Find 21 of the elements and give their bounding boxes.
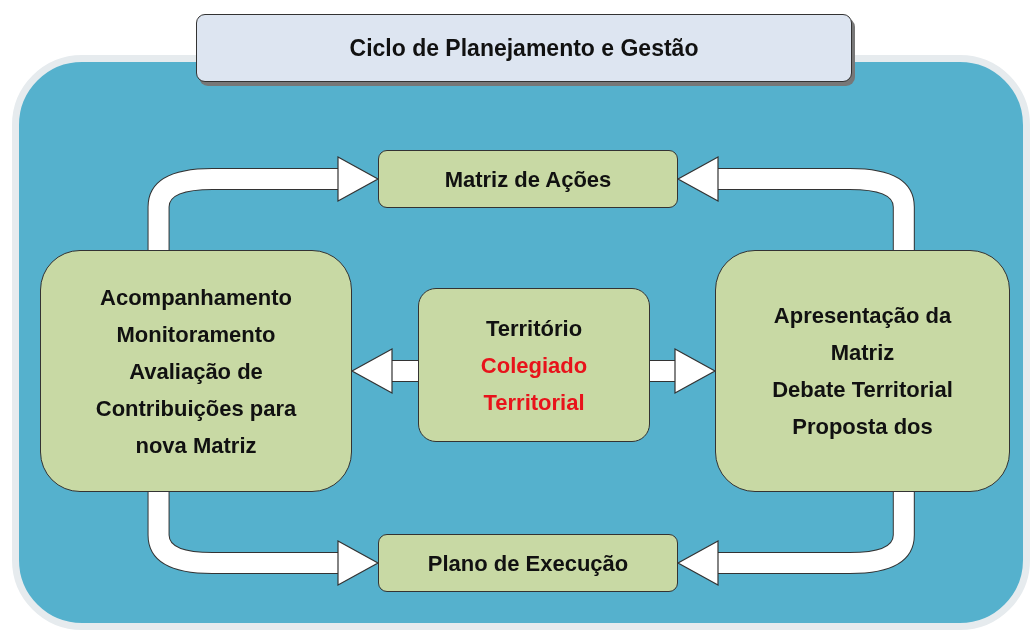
block-arrow [147, 492, 380, 586]
process-box [715, 250, 1010, 492]
node-text: Matriz de Ações [444, 165, 612, 194]
node-text: Monitoramento [116, 320, 276, 349]
process-box [40, 250, 352, 492]
process-box [418, 288, 650, 442]
node-text: Território [485, 314, 583, 343]
node-text: Proposta dos [792, 413, 933, 441]
node-text: Plano de Execução [427, 549, 629, 578]
block-arrow [650, 348, 717, 394]
block-arrow [350, 348, 418, 394]
process-box [378, 534, 678, 592]
block-arrow [676, 492, 915, 586]
block-arrow [676, 156, 915, 250]
block-arrow [147, 156, 380, 250]
node-text: Colegiado Territorial [479, 351, 589, 417]
node-text: Avaliação de Contribuições para nova Matriz [94, 357, 298, 460]
node-text: Debate Territorial [772, 376, 953, 404]
node-text: Acompanhamento [100, 283, 292, 312]
process-box [378, 150, 678, 208]
node-text: Apresentação da Matriz [772, 302, 953, 367]
